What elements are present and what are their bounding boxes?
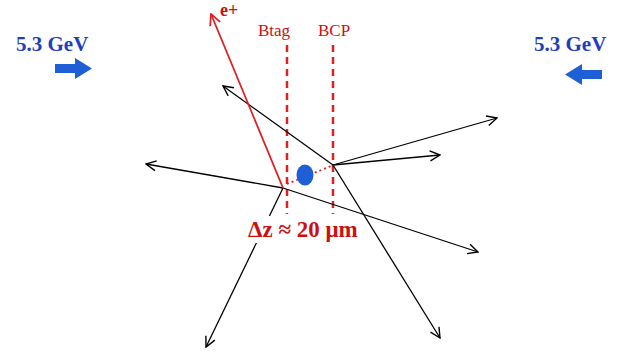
beam-arrow [565,64,602,85]
production-point [297,165,314,186]
particle-label: e+ [220,1,238,21]
vertex-label: Btag [258,22,290,41]
tracks [146,86,497,347]
positron-track [211,14,283,188]
vertex-plane [332,45,335,214]
beam-energy: 5.3 GeV [16,33,88,56]
beam-energy: 5.3 GeV [534,33,606,56]
vertex-label: BCP [318,22,350,41]
beam-arrow [55,58,92,79]
dimension-label: Δz ≈ 20 μm [245,216,361,243]
